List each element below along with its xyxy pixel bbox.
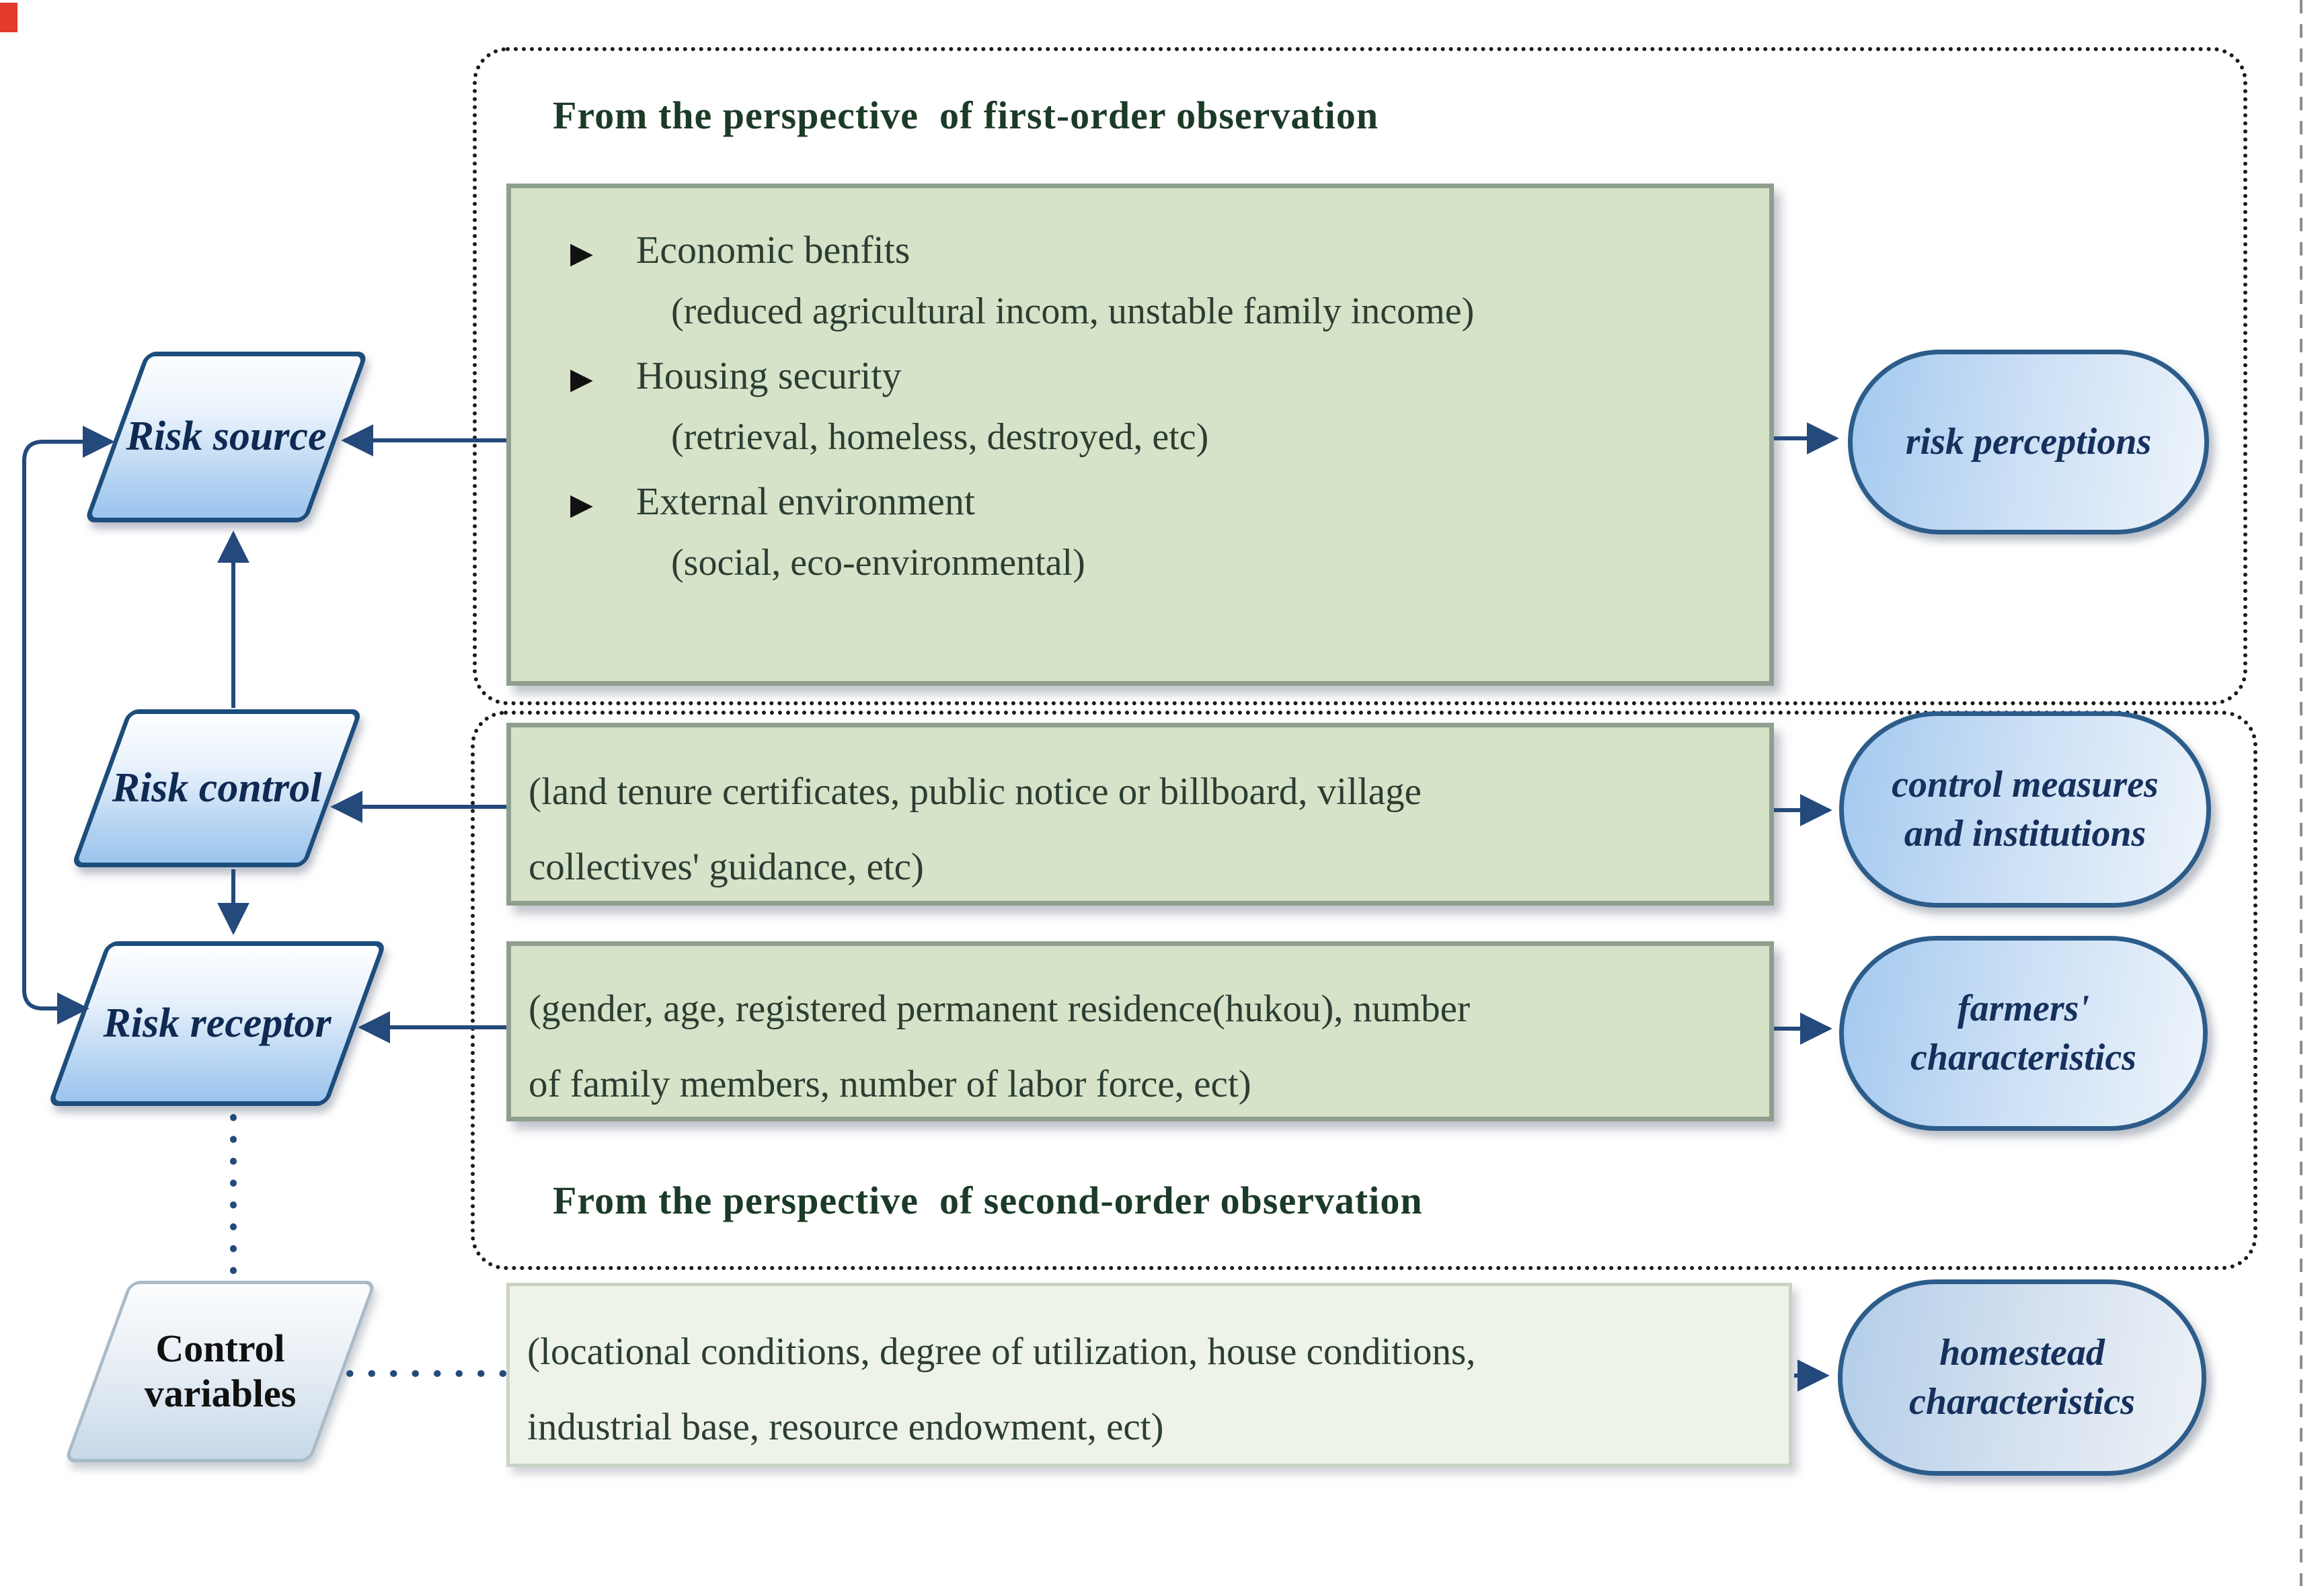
risk-perceptions-node: risk perceptions (1848, 350, 2209, 534)
indicator-detail: (reduced agricultural incom, unstable fa… (671, 290, 1475, 332)
list-item: ▶ External environment (570, 479, 1742, 524)
indicator-line: (gender, age, registered permanent resid… (529, 988, 1470, 1030)
list-item: ▶ Economic benfits (570, 227, 1742, 272)
triangle-bullet-icon: ▶ (570, 488, 593, 521)
indicator-line: (land tenure certificates, public notice… (529, 770, 1422, 813)
indicator-line: (locational conditions, degree of utiliz… (527, 1331, 1476, 1373)
homestead-characteristics-line1: homestead (1939, 1332, 2105, 1374)
list-item: ▶ Housing security (570, 353, 1742, 398)
triangle-bullet-icon: ▶ (570, 237, 593, 270)
risk-control-indicators-box: (land tenure certificates, public notice… (506, 723, 1774, 906)
loop-risk-source-risk-receptor (22, 426, 115, 1025)
first-order-observation-frame (473, 47, 2247, 705)
homestead-characteristics-line2: characteristics (1909, 1381, 2135, 1423)
indicator-title: External environment (635, 479, 975, 523)
control-measures-line2: and institutions (1904, 813, 2146, 855)
farmers-characteristics-node: farmers' characteristics (1839, 936, 2208, 1131)
control-measures-node: control measures and institutions (1839, 711, 2211, 908)
risk-receptor-indicators-box: (gender, age, registered permanent resid… (506, 941, 1774, 1121)
indicator-title: Housing security (635, 354, 902, 397)
control-measures-line1: control measures (1892, 764, 2159, 806)
second-order-observation-frame (471, 711, 2257, 1270)
homestead-characteristics-node: homestead characteristics (1838, 1279, 2206, 1476)
second-order-heading: From the perspective of second-order obs… (553, 1179, 1423, 1222)
first-order-indicators-box: ▶ Economic benfits (reduced agricultural… (506, 184, 1774, 686)
farmers-characteristics-line1: farmers' (1958, 988, 2089, 1030)
indicator-line: industrial base, resource endowment, ect… (527, 1406, 1164, 1448)
indicator-detail: (retrieval, homeless, destroyed, etc) (671, 416, 1209, 458)
indicator-line: of family members, number of labor force… (529, 1063, 1251, 1105)
red-scan-artifact (0, 3, 17, 32)
indicator-title: Economic benfits (635, 228, 911, 272)
control-variables-indicators-box: (locational conditions, degree of utiliz… (506, 1283, 1792, 1467)
farmers-characteristics-line2: characteristics (1910, 1037, 2136, 1078)
indicator-detail: (social, eco-environmental) (671, 542, 1085, 584)
risk-perceptions-label: risk perceptions (1905, 421, 2152, 463)
indicator-line: collectives' guidance, etc) (529, 846, 924, 888)
triangle-bullet-icon: ▶ (570, 362, 593, 395)
first-order-heading: From the perspective of first-order obse… (553, 93, 1379, 137)
